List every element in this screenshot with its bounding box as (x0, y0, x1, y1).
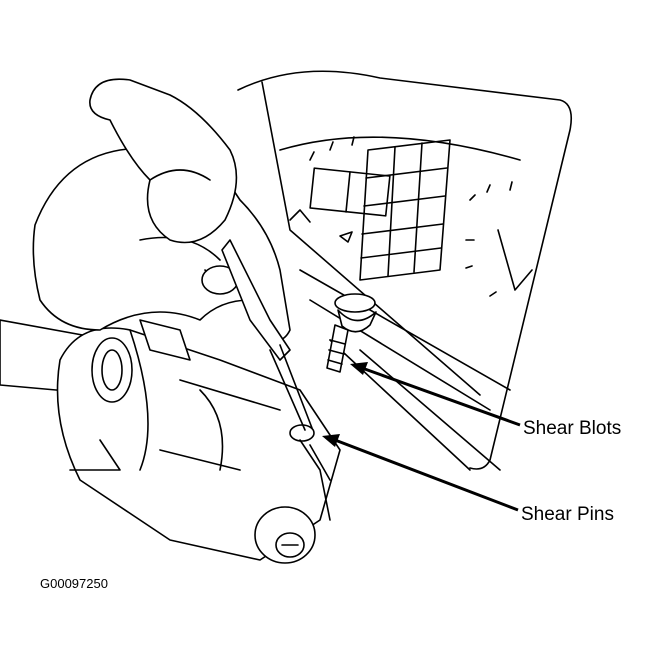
gauge (309, 136, 533, 297)
label-shear-pins: Shear Pins (521, 504, 614, 525)
steering-column (0, 319, 341, 564)
shear-bolt (326, 293, 377, 373)
callout-arrow-shear-bolts[interactable] (350, 362, 521, 427)
label-shear-bolts: Shear Blots (523, 418, 622, 439)
keypad-grid (359, 139, 451, 281)
instrument-panel (237, 70, 573, 471)
screwdriver (221, 239, 313, 431)
figure-id: G00097250 (40, 576, 108, 591)
callout-arrow-shear-pins[interactable] (322, 434, 519, 512)
hammer (89, 78, 238, 244)
